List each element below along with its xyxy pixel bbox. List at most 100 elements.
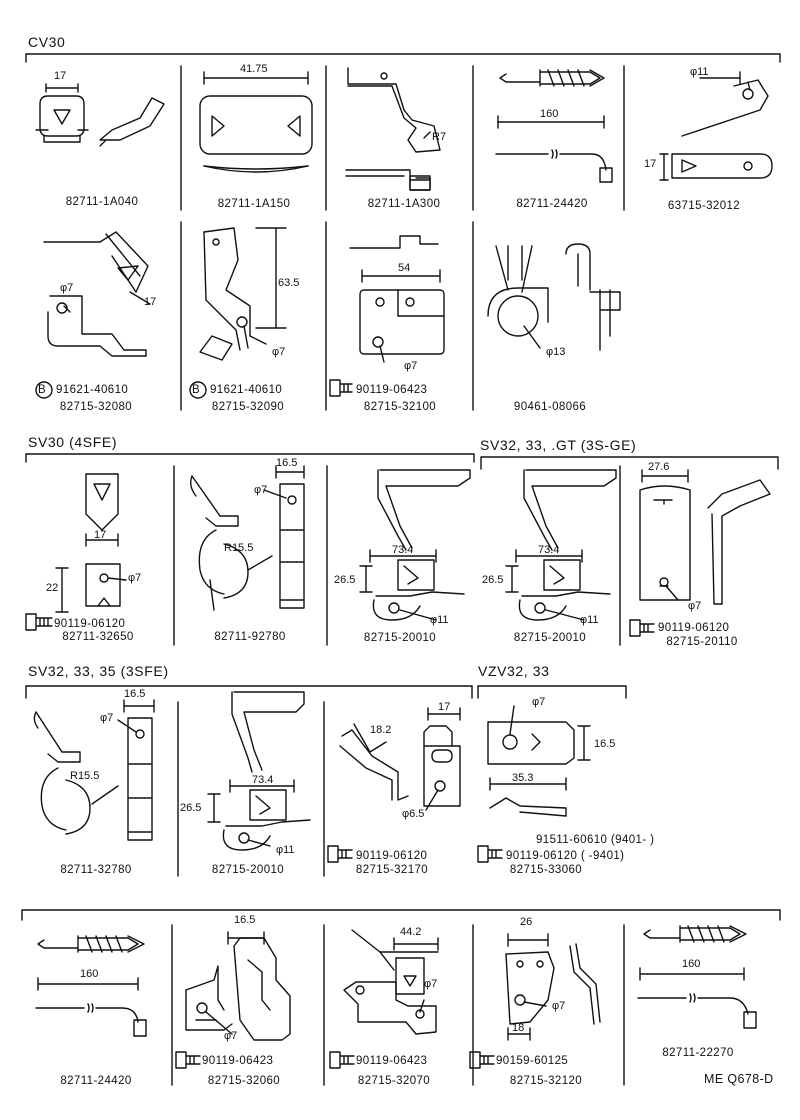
dimension-label: 73.4 (252, 774, 274, 786)
dimension-label: φ7 (60, 282, 74, 294)
part-number: 82715-20010 (363, 632, 437, 644)
dimension-label: φ7 (100, 712, 114, 724)
part-number: 82711-92780 (214, 631, 286, 643)
dimension-label: 26 (520, 916, 533, 928)
sub-part-number: 90119-06423 (202, 1055, 274, 1067)
dimension-label: φ6.5 (402, 808, 425, 820)
bolt-90119-06120-b (630, 620, 654, 636)
part-number: 82711-22270 (662, 1047, 734, 1059)
part-number: 82711-1A150 (217, 198, 291, 210)
dimension-label: 17 (54, 70, 67, 82)
bolt-90119-06120-d (478, 846, 502, 862)
part-number: 82715-20010 (211, 864, 285, 876)
dimension-label: 63.5 (278, 277, 300, 289)
dimension-label: φ11 (276, 844, 295, 856)
part-number: 82715-32060 (207, 1075, 281, 1087)
sub-part-number: 90119-06423 (356, 1055, 428, 1067)
section-title-vzv: VZV32, 33 (478, 663, 550, 679)
section-title-sv30: SV30 (4SFE) (28, 434, 118, 450)
dimension-label: 73.4 (538, 544, 560, 556)
dimension-label: 26.5 (334, 574, 356, 586)
sv32sfe-bracket (26, 686, 472, 698)
dimension-label: φ7 (532, 696, 546, 708)
sv32gt-bracket (481, 457, 778, 469)
part-number: 82711-32780 (60, 864, 132, 876)
dimension-label: 16.5 (124, 688, 146, 700)
dimension-label: 17 (94, 529, 107, 541)
dimension-label: 16.5 (276, 457, 298, 469)
part-number: 82711-24420 (516, 198, 588, 210)
dimension-label: 16.5 (594, 738, 616, 750)
part-number: 63715-32012 (667, 200, 741, 212)
dimension-label: 16.5 (234, 914, 256, 926)
dimension-label: 17 (644, 158, 657, 170)
dimension-label: φ7 (688, 600, 702, 612)
dimension-label: φ7 (272, 346, 286, 358)
part-number: 82715-32070 (357, 1075, 431, 1087)
part-number: 82715-20010 (513, 632, 587, 644)
dimension-label: φ7 (552, 1000, 566, 1012)
dimension-label: φ7 (424, 978, 438, 990)
bottom-bracket (22, 910, 780, 920)
dimension-label: φ7 (128, 572, 142, 584)
dimension-label: 26.5 (180, 802, 202, 814)
dimension-label: R15.5 (224, 542, 254, 554)
sub-part-number: 90119-06120 (658, 622, 730, 634)
part-number: 82715-32080 (59, 401, 133, 413)
part-number: 90461-08066 (513, 401, 587, 413)
part-number: 82715-32120 (509, 1075, 583, 1087)
dimension-label: 160 (540, 108, 559, 120)
dimension-label: 73.4 (392, 544, 414, 556)
part-number: 82715-32100 (363, 401, 437, 413)
dimension-label: 160 (682, 958, 701, 970)
dimension-label: 35.3 (512, 772, 534, 784)
bolt-90119-06120-c (328, 846, 352, 862)
section-title-cv30: CV30 (28, 34, 66, 50)
dimension-label: φ11 (580, 614, 599, 626)
part-number: 82715-32170 (355, 864, 429, 876)
dimension-label: 17 (438, 701, 451, 713)
dimension-label: φ11 (690, 66, 709, 78)
part-number: 82715-32090 (211, 401, 285, 413)
footer-code: ME Q678-D (704, 1072, 774, 1086)
dimension-label: 18.2 (370, 724, 392, 736)
sv30-bracket (26, 454, 474, 462)
part-number: 82715-33060 (509, 864, 583, 876)
dimension-label: φ7 (404, 360, 418, 372)
sub-part-number: 90119-06120 (54, 618, 126, 630)
dimension-label: R7 (432, 131, 447, 143)
sub-part-number: 90119-06120 (356, 850, 428, 862)
part-number: 82711-1A040 (65, 196, 139, 208)
sub-part-number: 90119-06423 (356, 384, 428, 396)
dimension-label: 18 (512, 1022, 525, 1034)
bolt-90119-06423-b (176, 1052, 200, 1068)
part-number: 82711-32650 (62, 631, 134, 643)
sub-part-number: 90119-06120 ( -9401) (506, 850, 625, 862)
dimension-label: 17 (144, 296, 157, 308)
section-title-sv32-sfe: SV32, 33, 35 (3SFE) (28, 663, 169, 679)
section-title-sv32-gt: SV32, 33, .GT (3S-GE) (480, 437, 637, 453)
dimension-label: 54 (398, 262, 411, 274)
vzv-bracket (478, 686, 626, 698)
dimension-label: R15.5 (70, 770, 100, 782)
sub-part-number: 91621-40610 (56, 384, 129, 396)
sub-part-number: 90159-60125 (496, 1055, 569, 1067)
dimension-label: 27.6 (648, 461, 670, 473)
sub-part-number: 91621-40610 (210, 384, 283, 396)
part-number: 82711-24420 (60, 1075, 132, 1087)
cv30-bracket (26, 54, 780, 62)
dimension-label: 44.2 (400, 926, 422, 938)
mark-b: B (192, 384, 201, 396)
bolt-90159-60125 (470, 1052, 494, 1068)
dimension-label: 160 (80, 968, 99, 980)
dimension-label: φ7 (254, 484, 268, 496)
dimension-label: 41.75 (240, 63, 268, 75)
bolt-90119-06423-a (330, 380, 352, 396)
dimension-label: φ7 (224, 1030, 238, 1042)
mark-b: B (38, 384, 47, 396)
dimension-label: 26.5 (482, 574, 504, 586)
bolt-90119-06120-a (26, 614, 52, 630)
dimension-label: φ13 (546, 346, 566, 358)
part-number: 82711-1A300 (367, 198, 441, 210)
